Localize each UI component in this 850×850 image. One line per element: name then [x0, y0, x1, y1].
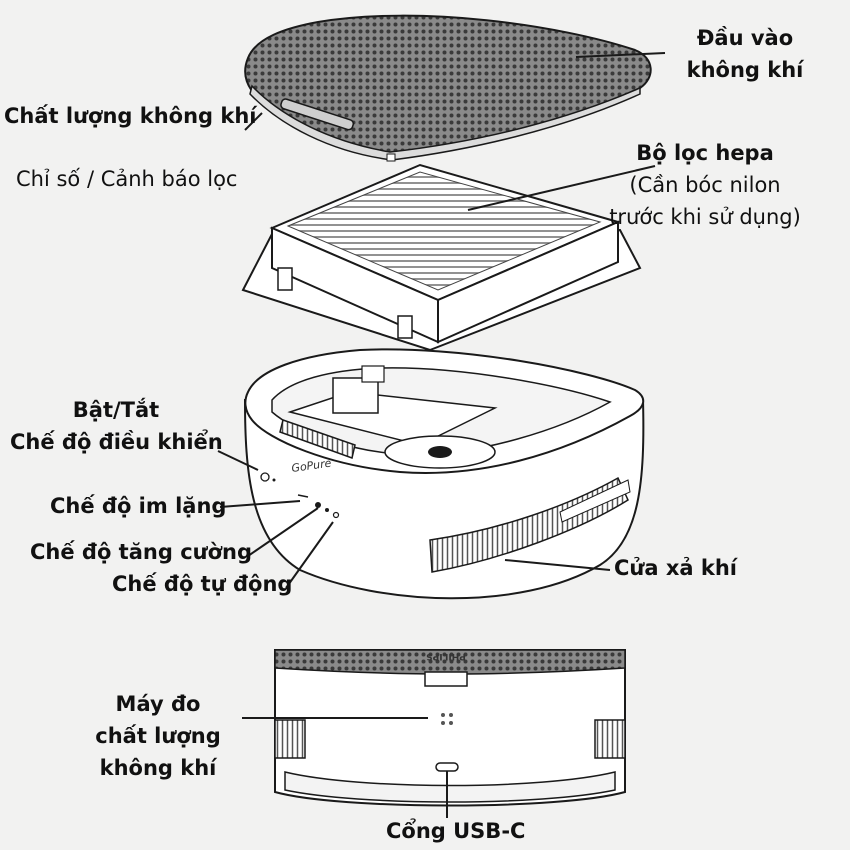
hepa-filter — [241, 163, 642, 352]
air-quality-sub-label: Chỉ số / Cảnh báo lọc — [16, 167, 238, 191]
power-mode-label: Bật/Tắt Chế độ điều khiển — [10, 394, 223, 458]
sensor-line-1: Máy đo — [115, 692, 201, 716]
silent-mode-label: Chế độ im lặng — [50, 494, 227, 518]
hepa-title: Bộ lọc hepa — [636, 141, 774, 165]
sensor-line-2: chất lượng — [95, 724, 221, 748]
power-line-2: Chế độ điều khiển — [10, 430, 223, 454]
air-inlet-label: Đầu vào không khí — [665, 22, 825, 86]
air-outlet-label: Cửa xả khí — [614, 556, 737, 580]
power-line-1: Bật/Tắt — [72, 398, 160, 422]
bottom-unit: PHILIPS — [274, 649, 626, 807]
hepa-label: Bộ lọc hepa (Cần bóc nilon trước khi sử … — [605, 137, 805, 233]
sensor-line-3: không khí — [99, 756, 217, 780]
air-inlet-line-2: không khí — [686, 58, 804, 82]
usb-c-label: Cổng USB-C — [386, 819, 526, 843]
top-grille-lid — [244, 14, 652, 162]
air-inlet-line-1: Đầu vào — [696, 26, 794, 50]
air-quality-label: Chất lượng không khí — [4, 104, 257, 128]
leader-lines — [217, 52, 666, 818]
usb-c-port — [435, 762, 459, 772]
sensor-label: Máy đo chất lượng không khí — [88, 688, 228, 784]
gopure-logo: GoPure — [291, 456, 333, 474]
hepa-note-line-2: trước khi sử dụng) — [609, 205, 801, 229]
auto-mode-label: Chế độ tự động — [112, 572, 293, 596]
boost-mode-label: Chế độ tăng cường — [30, 540, 252, 564]
philips-logo: PHILIPS — [426, 651, 466, 661]
hepa-note-line-1: (Cần bóc nilon — [629, 173, 781, 197]
purifier-body: GoPure — [243, 348, 645, 600]
power-icon — [260, 472, 270, 482]
